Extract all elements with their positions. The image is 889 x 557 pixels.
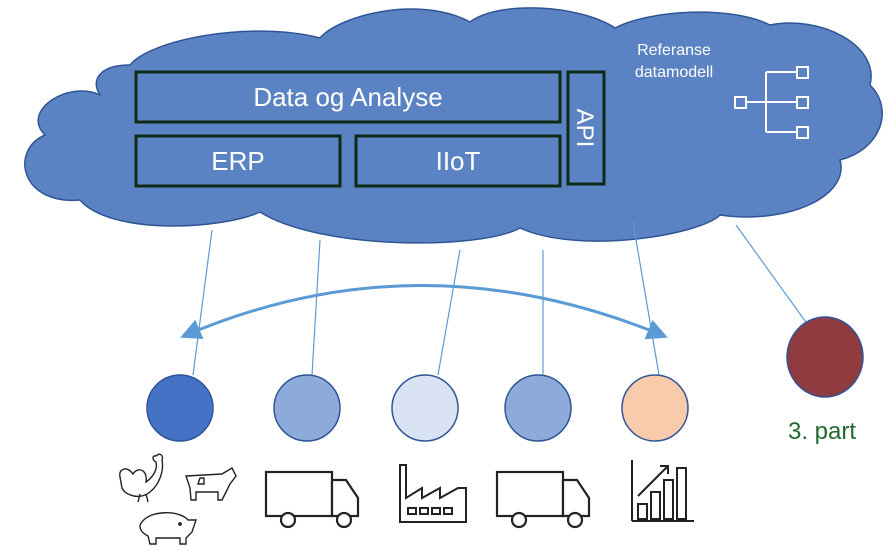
node-farm xyxy=(146,374,214,442)
node-factory xyxy=(391,374,459,442)
module-iiot: IIoT xyxy=(354,134,562,188)
connectors xyxy=(192,221,809,376)
node-distribution xyxy=(504,374,572,442)
module-erp-label: ERP xyxy=(211,146,264,176)
reference-model-label-line2: datamodell xyxy=(635,64,713,81)
module-data-analysis-label: Data og Analyse xyxy=(253,82,442,112)
module-api-label: API xyxy=(571,109,598,148)
third-party-label: 3. part xyxy=(788,418,856,445)
module-data-analysis: Data og Analyse xyxy=(134,70,562,124)
node-transport xyxy=(273,374,341,442)
truck-icon xyxy=(264,470,360,529)
third-party-node xyxy=(786,316,864,398)
reference-model-label-line1: Referanse xyxy=(637,42,711,59)
cloud-shape xyxy=(24,7,883,244)
bar-chart-icon xyxy=(631,460,694,522)
truck-icon xyxy=(495,470,591,529)
bidirectional-arrow xyxy=(180,284,668,340)
cow-icon xyxy=(185,467,237,501)
hierarchy-tree-icon xyxy=(734,66,809,139)
module-erp: ERP xyxy=(134,134,342,188)
pig-icon xyxy=(139,512,197,545)
factory-icon xyxy=(399,464,467,523)
node-market xyxy=(621,374,689,442)
module-api: API xyxy=(566,70,606,186)
chicken-icon xyxy=(119,453,164,503)
module-iiot-label: IIoT xyxy=(436,146,481,176)
